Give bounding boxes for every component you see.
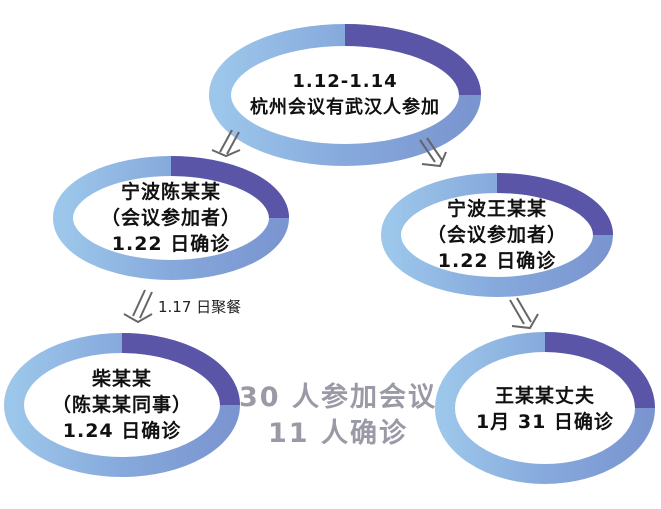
node-confirmed-date: 1.22 日确诊 (111, 233, 231, 255)
ring-accent-segment (170, 156, 289, 219)
summary-participants: 30 人参加会议 (239, 382, 437, 413)
summary-text: 30 人参加会议 11 人确诊 (238, 380, 438, 452)
node-confirmed-date: 1月 31 日确诊 (476, 411, 614, 433)
ring-wang-husband (435, 332, 655, 484)
node-wang: 宁波王某某 （会议参加者） 1.22 日确诊 (412, 193, 582, 277)
node-name: 王某某丈夫 (494, 385, 595, 407)
ring-wang (381, 173, 613, 297)
ring-accent-segment (544, 332, 655, 409)
ring-chen (53, 156, 289, 280)
ring-chai (4, 333, 240, 477)
node-role: （会议参加者） (100, 207, 241, 229)
node-name: 宁波王某某 (446, 198, 547, 220)
node-confirmed-date: 1.22 日确诊 (437, 250, 557, 272)
double-down-arrow-icon (419, 137, 447, 168)
summary-confirmed: 11 人确诊 (268, 418, 408, 449)
node-confirmed-date: 1.24 日确诊 (62, 420, 182, 442)
edge-note-dinner: 1.17 日聚餐 (158, 298, 242, 316)
double-down-arrow-icon (123, 289, 153, 324)
ring-accent-segment (121, 333, 240, 406)
double-down-arrow-icon (509, 297, 539, 330)
ring-accent-segment (496, 173, 613, 236)
node-role: （会议参加者） (426, 224, 567, 246)
node-description: 杭州会议有武汉人参加 (250, 97, 440, 118)
ring-accent-segment (344, 24, 481, 96)
double-down-arrow-icon (211, 129, 241, 158)
node-chen: 宁波陈某某 （会议参加者） 1.22 日确诊 (86, 176, 256, 260)
ring-hangzhou-meeting (209, 24, 481, 166)
node-name: 柴某某 (91, 368, 152, 390)
node-chai: 柴某某 （陈某某同事） 1.24 日确诊 (37, 363, 207, 447)
node-role: （陈某某同事） (51, 394, 192, 416)
node-name: 宁波陈某某 (120, 181, 221, 203)
node-hangzhou-meeting: 1.12-1.14 杭州会议有武汉人参加 (245, 62, 445, 128)
node-wang-husband: 王某某丈夫 1月 31 日确诊 (470, 380, 620, 438)
node-date-range: 1.12-1.14 (292, 71, 398, 92)
